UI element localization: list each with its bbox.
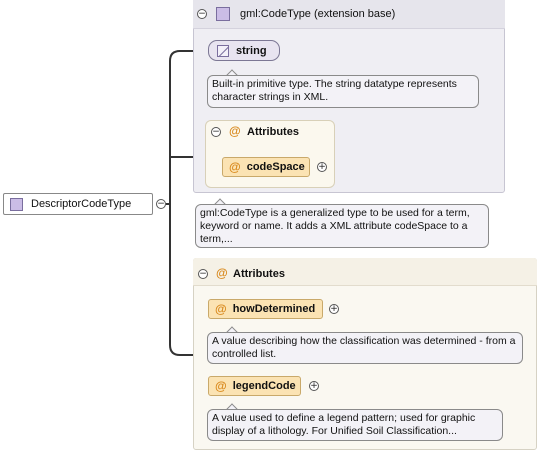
attribute-icon: @ [215, 379, 227, 393]
collapse-base-attributes-toggle[interactable]: − [211, 126, 221, 137]
codespace-label: codeSpace [246, 161, 305, 173]
attributes-label: Attributes [233, 268, 285, 280]
expand-codespace-toggle[interactable]: + [317, 161, 327, 172]
base-doc: gml:CodeType is a generalized type to be… [195, 204, 489, 248]
attribute-icon: @ [229, 160, 241, 174]
complex-type-icon [10, 197, 23, 211]
collapse-root-toggle[interactable]: − [156, 198, 166, 209]
attributes-header [193, 258, 537, 286]
root-type-node[interactable]: DescriptorCodeType [3, 193, 153, 215]
howdetermined-label: howDetermined [232, 303, 316, 315]
expand-howdetermined-toggle[interactable]: + [329, 303, 339, 314]
codespace-attribute[interactable]: @ codeSpace [222, 157, 310, 177]
legendcode-label: legendCode [232, 380, 296, 392]
expand-legendcode-toggle[interactable]: + [309, 380, 319, 391]
collapse-attributes-toggle[interactable]: − [198, 268, 208, 279]
attribute-icon: @ [215, 302, 227, 316]
string-node-label: string [236, 44, 267, 57]
collapse-base-toggle[interactable]: − [197, 8, 207, 19]
root-type-label: DescriptorCodeType [31, 198, 132, 210]
type-icon [216, 7, 230, 21]
howdetermined-attribute[interactable]: @ howDetermined [208, 299, 323, 319]
attributes-icon: @ [216, 266, 228, 280]
legendcode-attribute[interactable]: @ legendCode [208, 376, 301, 396]
attributes-icon: @ [229, 124, 241, 138]
string-node[interactable]: string [208, 40, 280, 61]
base-attributes-label: Attributes [247, 126, 299, 138]
base-title: gml:CodeType (extension base) [240, 8, 396, 20]
extension-base-header [193, 0, 505, 29]
howdetermined-doc: A value describing how the classificatio… [207, 332, 523, 364]
legendcode-doc: A value used to define a legend pattern;… [207, 409, 503, 441]
string-doc: Built-in primitive type. The string data… [207, 75, 479, 108]
simple-type-icon [217, 44, 229, 57]
